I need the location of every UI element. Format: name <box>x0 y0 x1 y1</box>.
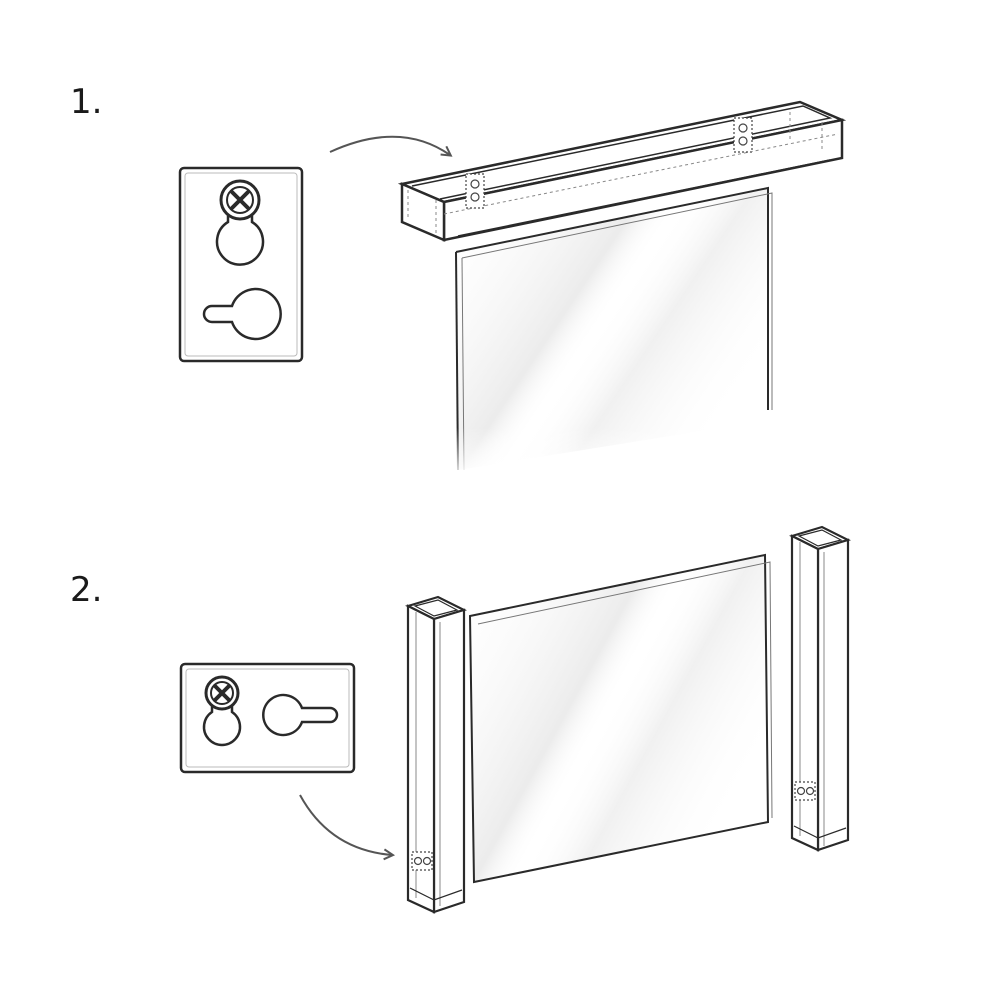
step-2-detail-box <box>179 662 356 774</box>
right-post <box>789 525 851 852</box>
step-1-number: 1. <box>70 82 103 122</box>
curved-arrow-icon <box>299 794 392 855</box>
screw-icon <box>204 675 240 711</box>
step-1-detail-box <box>178 166 304 363</box>
step-2-number: 2. <box>70 570 103 610</box>
mounting-plate <box>733 117 753 153</box>
glass-panel-2 <box>468 553 773 884</box>
mounting-plate <box>794 781 816 801</box>
screw-icon <box>219 179 261 221</box>
curved-arrow-icon <box>329 135 450 155</box>
keyhole-slot-icon <box>202 287 282 341</box>
mounting-plate <box>465 173 485 209</box>
keyhole-slot-icon <box>215 211 265 266</box>
left-post <box>405 595 467 914</box>
mounting-plate <box>411 851 433 871</box>
keyhole-slot-icon <box>202 698 242 747</box>
keyhole-slot-icon <box>262 693 339 737</box>
glass-panel-1 <box>440 186 790 480</box>
top-channel-bar <box>397 100 847 242</box>
